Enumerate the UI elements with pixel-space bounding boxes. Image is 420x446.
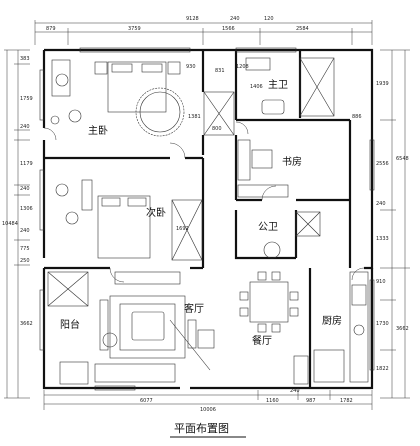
dim-left-240: 240	[20, 124, 30, 130]
dim-top-a: 240	[230, 16, 240, 22]
room-label-dining-room: 餐厅	[252, 334, 272, 347]
room-label-living-room: 客厅	[184, 302, 204, 315]
room-labels: 主卧 主卫 书房 次卧 公卫 阳台 客厅 餐厅 厨房	[60, 79, 342, 347]
room-label-second-bedroom: 次卧	[146, 206, 166, 219]
room-label-public-bath: 公卫	[258, 222, 278, 233]
dimension-labels: 9128 240 120 879 3759 1566 2584 930 1406…	[2, 16, 409, 413]
dim-top-3: 1566	[222, 26, 235, 32]
dim-left-3662: 3662	[20, 321, 33, 327]
dim-inner-930: 930	[186, 64, 196, 70]
dim-top-total: 9128	[186, 16, 199, 22]
room-label-kitchen: 厨房	[322, 314, 342, 327]
dim-right-1730: 1730	[376, 321, 389, 327]
dim-right-1939: 1939	[376, 81, 389, 87]
dim-inner-1208: 1208	[236, 64, 249, 70]
room-label-master-bath: 主卫	[268, 79, 288, 91]
dim-left-1759: 1759	[20, 96, 33, 102]
dim-left-240b: 240	[20, 186, 30, 192]
dim-right-240: 240	[376, 201, 386, 207]
dim-top-1: 879	[46, 26, 56, 32]
dim-bottom-1782: 1782	[340, 398, 353, 404]
room-label-balcony: 阳台	[60, 318, 80, 331]
doors	[43, 121, 365, 283]
dim-top-2: 3759	[128, 26, 141, 32]
dim-left-1306: 1306	[20, 206, 33, 212]
dim-inner-1692: 1692	[176, 226, 189, 232]
dim-bottom-6077: 6077	[140, 398, 153, 404]
dim-inner-800: 800	[212, 126, 222, 132]
dim-left-775: 775	[20, 246, 30, 252]
dim-right-1822: 1822	[376, 366, 389, 372]
dim-right-6548: 6548	[396, 156, 409, 162]
dim-right-3662: 3662	[396, 326, 409, 332]
dim-right-910: 910	[376, 279, 386, 285]
dim-top-4: 2584	[296, 26, 309, 32]
dim-bottom-total: 10006	[200, 407, 216, 413]
furniture	[47, 57, 369, 385]
dim-left-240c: 240	[20, 228, 30, 234]
room-label-study: 书房	[282, 155, 302, 168]
plan-title: 平面布置图	[174, 422, 229, 435]
dim-left-total: 10484	[2, 221, 18, 227]
walls	[42, 48, 374, 390]
dim-inner-886: 886	[352, 114, 362, 120]
dim-bottom-240: 240	[290, 388, 300, 394]
dim-left-top: 383	[20, 56, 30, 62]
dim-inner-1381: 1381	[188, 114, 201, 120]
room-label-master-bedroom: 主卧	[88, 124, 108, 137]
dim-top-b: 120	[264, 16, 274, 22]
windows	[39, 47, 375, 391]
dim-inner-1406: 1406	[250, 84, 263, 90]
dimension-lines	[4, 20, 410, 410]
dim-right-2556: 2556	[376, 161, 389, 167]
dim-bottom-987: 987	[306, 398, 316, 404]
dim-left-1179: 1179	[20, 161, 33, 167]
dim-left-250: 250	[20, 258, 30, 264]
dim-bottom-1160: 1160	[266, 398, 279, 404]
dim-inner-831: 831	[215, 68, 225, 74]
dim-right-1333: 1333	[376, 236, 389, 242]
